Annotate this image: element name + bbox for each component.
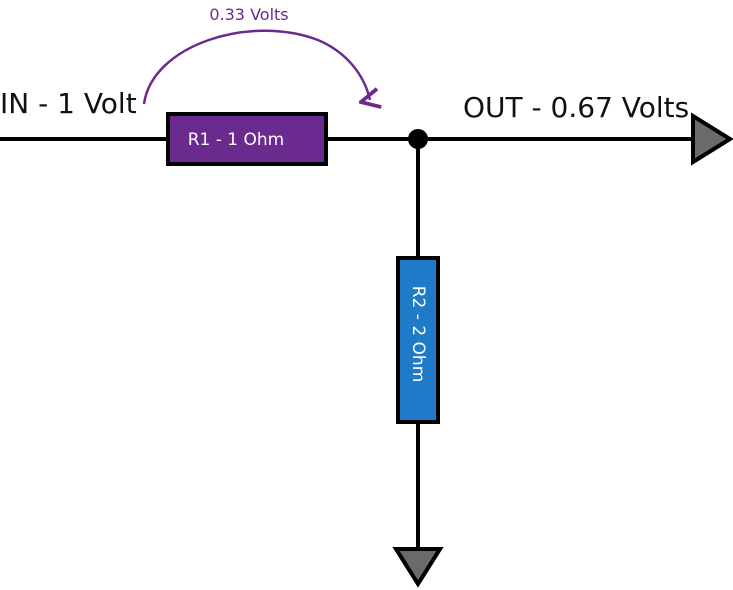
voltage-drop-label: 0.33 Volts xyxy=(209,5,288,24)
ground-arrow-icon xyxy=(392,547,444,588)
junction-dot xyxy=(408,129,428,149)
output-arrow-icon xyxy=(691,112,733,166)
resistor-r1: R1 - 1 Ohm xyxy=(166,112,328,166)
resistor-r2: R2 - 2 Ohm xyxy=(396,256,440,424)
r2-label: R2 - 2 Ohm xyxy=(408,286,428,383)
output-label: OUT - 0.67 Volts xyxy=(463,91,689,124)
voltage-drop-arc xyxy=(142,29,370,104)
input-label: IN - 1 Volt xyxy=(0,87,137,120)
r1-label: R1 - 1 Ohm xyxy=(188,130,285,150)
